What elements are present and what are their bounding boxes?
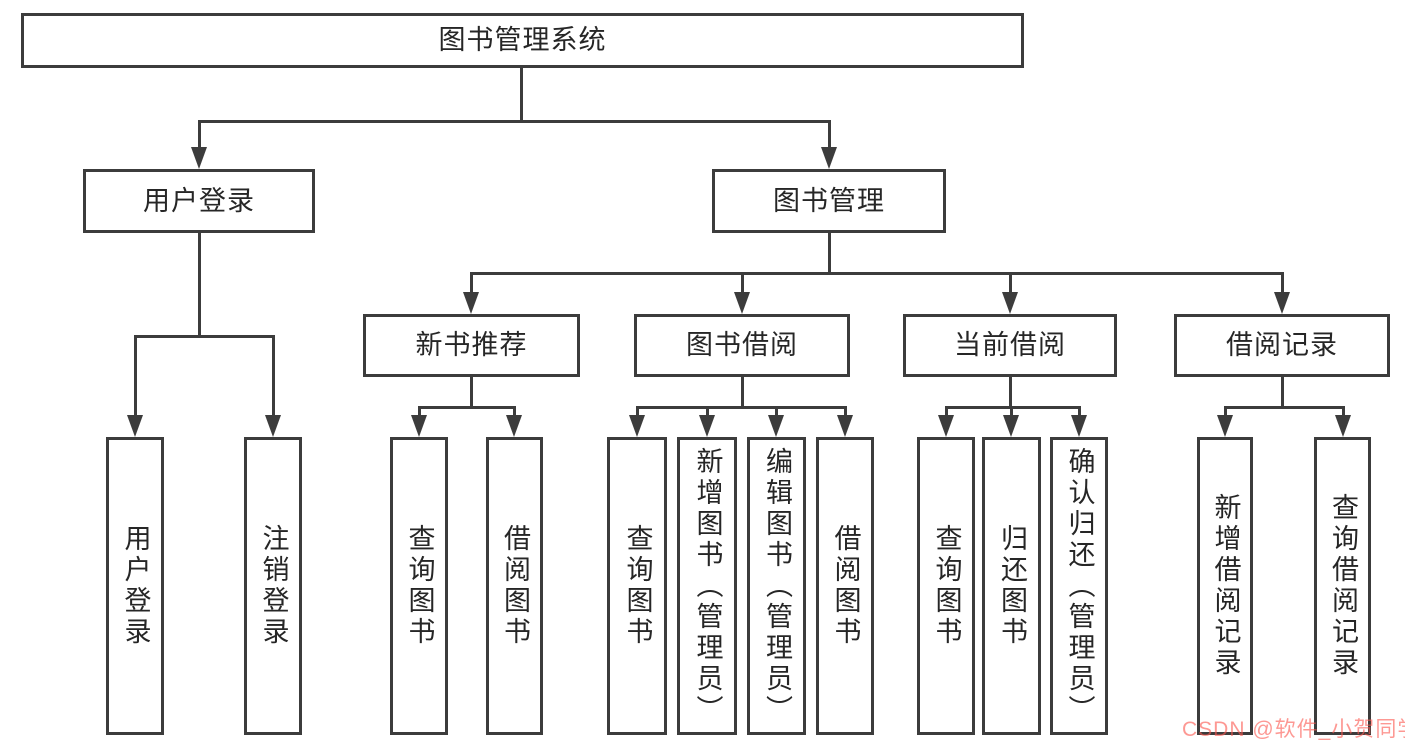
line — [512, 406, 516, 415]
leaf-query-books-borrow: 查询图书 — [607, 437, 667, 735]
line — [1009, 406, 1013, 415]
line — [197, 120, 831, 123]
line — [1008, 272, 1012, 292]
line — [197, 233, 201, 335]
leaf-confirm-return-admin: 确认归还（管理员） — [1050, 437, 1108, 735]
arrow-down-icon — [734, 292, 750, 314]
node-current-borrowing: 当前借阅 — [903, 314, 1117, 377]
line — [843, 406, 847, 415]
arrow-down-icon — [629, 415, 645, 437]
line — [740, 272, 744, 292]
line — [519, 68, 523, 120]
line — [827, 233, 831, 272]
arrow-down-icon — [506, 415, 522, 437]
node-borrowing-records: 借阅记录 — [1174, 314, 1390, 377]
line — [827, 120, 831, 147]
arrow-down-icon — [1003, 415, 1019, 437]
arrow-down-icon — [127, 415, 143, 437]
leaf-query-books-recommend: 查询图书 — [390, 437, 448, 735]
line — [133, 335, 137, 415]
line — [705, 406, 709, 415]
arrow-down-icon — [768, 415, 784, 437]
line — [1223, 406, 1227, 415]
arrow-down-icon — [191, 147, 207, 169]
line — [1280, 272, 1284, 292]
leaf-add-borrow-record: 新增借阅记录 — [1197, 437, 1253, 735]
arrow-down-icon — [411, 415, 427, 437]
arrow-down-icon — [699, 415, 715, 437]
arrow-down-icon — [821, 147, 837, 169]
arrow-down-icon — [1274, 292, 1290, 314]
node-book-borrowing: 图书借阅 — [634, 314, 850, 377]
arrow-down-icon — [837, 415, 853, 437]
line — [469, 272, 473, 292]
node-library-system: 图书管理系统 — [21, 13, 1024, 68]
leaf-return-books: 归还图书 — [982, 437, 1041, 735]
line — [635, 406, 844, 409]
arrow-down-icon — [1335, 415, 1351, 437]
leaf-edit-books-admin: 编辑图书（管理员） — [747, 437, 806, 735]
leaf-borrow-books-recommend: 借阅图书 — [486, 437, 543, 735]
leaf-query-borrow-record: 查询借阅记录 — [1314, 437, 1371, 735]
line — [417, 406, 513, 409]
leaf-add-books-admin: 新增图书（管理员） — [677, 437, 737, 735]
line — [1341, 406, 1345, 415]
leaf-logout-login: 注销登录 — [244, 437, 302, 735]
arrow-down-icon — [938, 415, 954, 437]
line — [271, 335, 275, 415]
line — [469, 377, 473, 406]
line — [774, 406, 778, 415]
arrow-down-icon — [1217, 415, 1233, 437]
csdn-watermark: CSDN @软件_小贺同学 — [1182, 718, 1405, 741]
line — [133, 335, 272, 338]
arrow-down-icon — [265, 415, 281, 437]
line — [944, 406, 948, 415]
line — [635, 406, 639, 415]
arrow-down-icon — [463, 292, 479, 314]
leaf-user-login: 用户登录 — [106, 437, 164, 735]
line — [469, 272, 1281, 275]
node-new-book-recommend: 新书推荐 — [363, 314, 580, 377]
line — [417, 406, 421, 415]
line — [1077, 406, 1081, 415]
arrow-down-icon — [1002, 292, 1018, 314]
line — [1223, 406, 1342, 409]
line — [1280, 377, 1284, 406]
node-book-management: 图书管理 — [712, 169, 946, 233]
line — [197, 120, 201, 147]
leaf-borrow-books: 借阅图书 — [816, 437, 874, 735]
node-user-login: 用户登录 — [83, 169, 315, 233]
leaf-query-books-current: 查询图书 — [917, 437, 975, 735]
line — [740, 377, 744, 406]
line — [1008, 377, 1012, 406]
arrow-down-icon — [1071, 415, 1087, 437]
